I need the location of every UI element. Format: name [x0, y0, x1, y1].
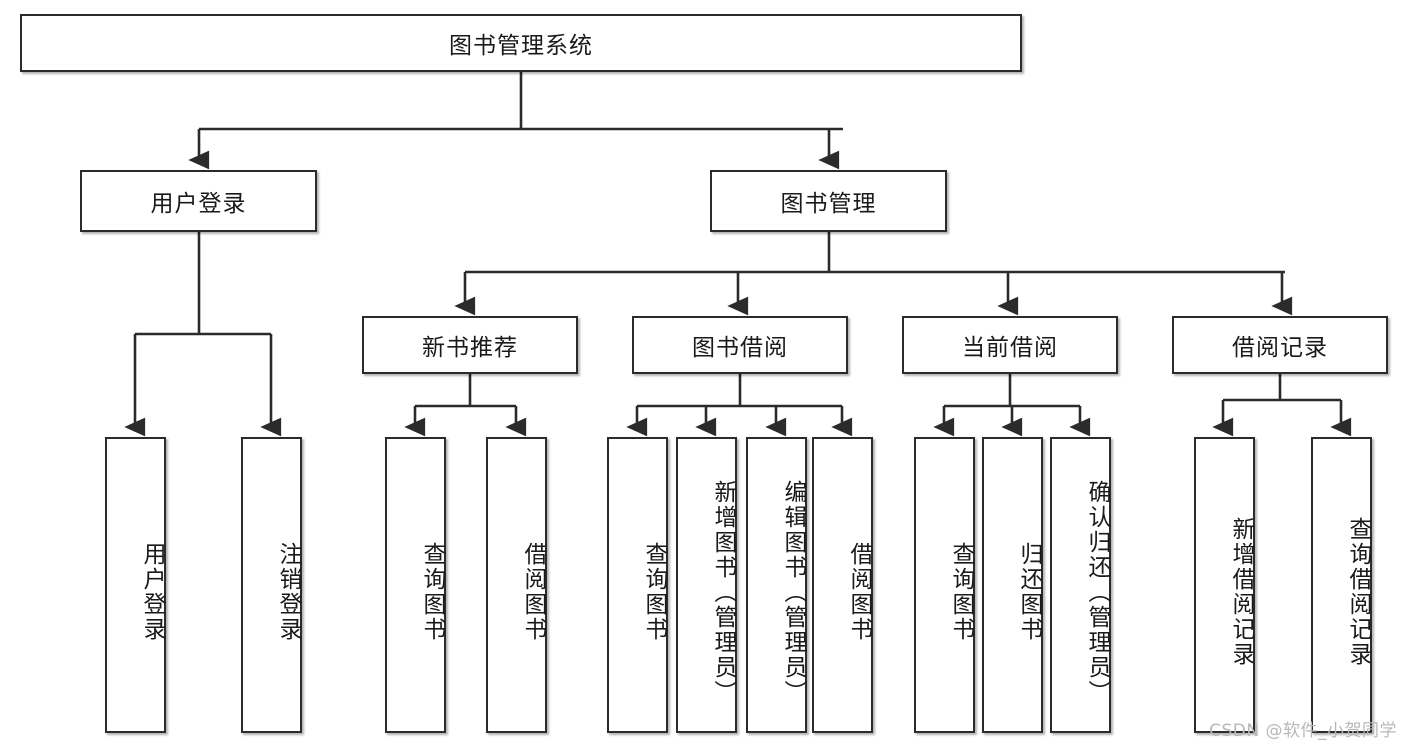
node-book-borrow[interactable]: 图书借阅 [632, 316, 848, 374]
node-label: 注销登录 [275, 542, 301, 642]
node-label: 用户登录 [139, 542, 165, 642]
node-label: 借阅记录 [1232, 335, 1328, 361]
leaf-borrow-add-book-admin[interactable]: 新增图书（管理员） [676, 437, 737, 733]
node-label: 新增图书（管理员） [710, 479, 736, 705]
node-label: 当前借阅 [962, 335, 1058, 361]
node-book-management[interactable]: 图书管理 [710, 170, 947, 232]
leaf-record-add-record[interactable]: 新增借阅记录 [1194, 437, 1255, 733]
leaf-user-login-login[interactable]: 用户登录 [105, 437, 166, 733]
node-label: 新书推荐 [422, 335, 518, 361]
node-current-borrow[interactable]: 当前借阅 [902, 316, 1118, 374]
leaf-user-login-logout[interactable]: 注销登录 [241, 437, 302, 733]
node-label: 借阅图书 [520, 542, 546, 642]
node-label: 用户登录 [150, 191, 247, 217]
node-label: 图书借阅 [692, 335, 788, 361]
leaf-borrow-query-book[interactable]: 查询图书 [607, 437, 668, 733]
leaf-current-return-book[interactable]: 归还图书 [982, 437, 1043, 733]
leaf-recommend-borrow-book[interactable]: 借阅图书 [486, 437, 547, 733]
node-label: 确认归还（管理员） [1084, 479, 1110, 705]
leaf-recommend-query-book[interactable]: 查询图书 [385, 437, 446, 733]
leaf-record-query-record[interactable]: 查询借阅记录 [1311, 437, 1372, 733]
node-label: 归还图书 [1016, 542, 1042, 642]
node-label: 新增借阅记录 [1228, 517, 1254, 667]
leaf-borrow-edit-book-admin[interactable]: 编辑图书（管理员） [746, 437, 807, 733]
node-label: 查询图书 [419, 542, 445, 642]
node-new-book-recommend[interactable]: 新书推荐 [362, 316, 578, 374]
node-label: 查询图书 [641, 542, 667, 642]
node-borrow-record[interactable]: 借阅记录 [1172, 316, 1388, 374]
leaf-borrow-borrow-book[interactable]: 借阅图书 [812, 437, 873, 733]
node-root-system[interactable]: 图书管理系统 [20, 14, 1022, 72]
node-label: 查询借阅记录 [1345, 517, 1371, 667]
node-user-login[interactable]: 用户登录 [80, 170, 317, 232]
leaf-current-query-book[interactable]: 查询图书 [914, 437, 975, 733]
leaf-current-confirm-return-admin[interactable]: 确认归还（管理员） [1050, 437, 1111, 733]
node-label: 查询图书 [948, 542, 974, 642]
node-label: 图书管理系统 [449, 33, 593, 59]
node-label: 编辑图书（管理员） [780, 479, 806, 705]
node-label: 图书管理 [780, 191, 877, 217]
node-label: 借阅图书 [846, 542, 872, 642]
